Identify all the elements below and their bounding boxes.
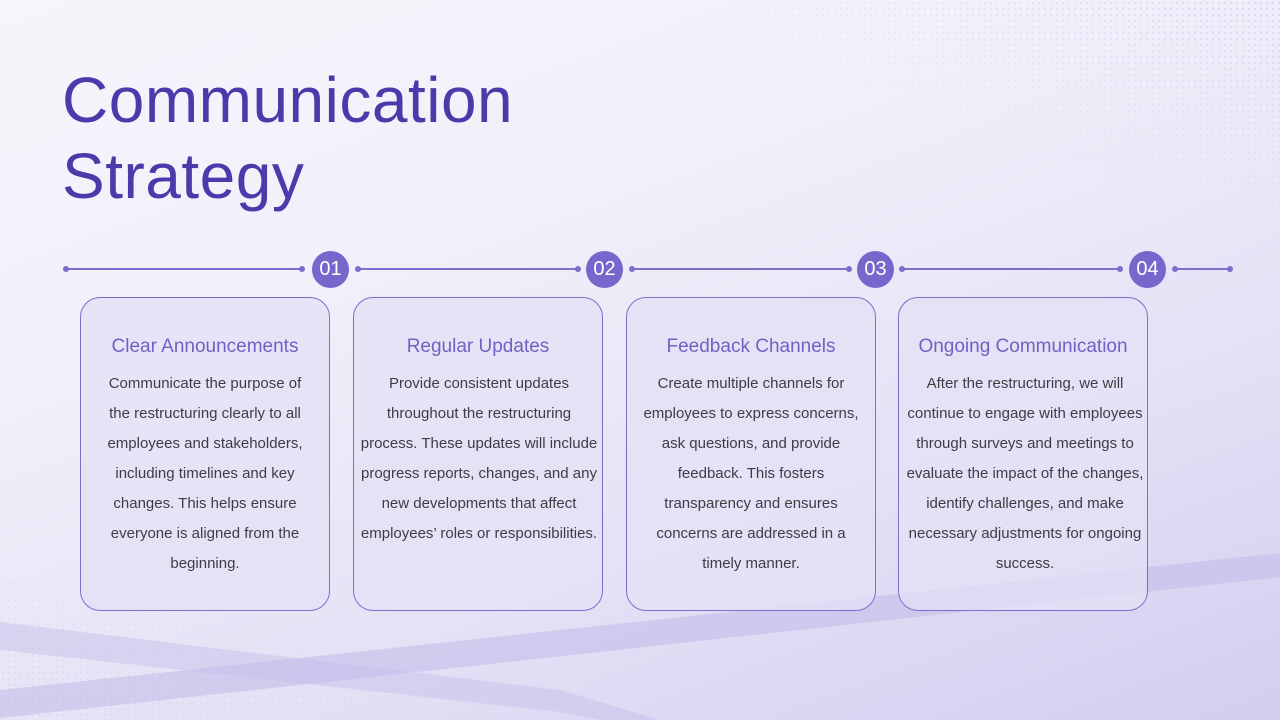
timeline-line bbox=[66, 268, 302, 270]
card-body: Provide consistent updates throughout th… bbox=[360, 375, 598, 542]
timeline-dot bbox=[846, 266, 852, 272]
card-title: Clear Announcements bbox=[111, 336, 299, 357]
card-body: Create multiple channels for employees t… bbox=[643, 375, 859, 572]
page-title: Communication Strategy bbox=[62, 62, 513, 214]
timeline-dot bbox=[575, 266, 581, 272]
step-badge-01: 01 bbox=[312, 251, 349, 288]
step-card-ongoing-communication: Ongoing Communication After the restruct… bbox=[898, 297, 1148, 611]
step-card-clear-announcements: Clear Announcements Communicate the purp… bbox=[80, 297, 330, 611]
step-card-feedback-channels: Feedback Channels Create multiple channe… bbox=[626, 297, 876, 611]
step-badge-02: 02 bbox=[586, 251, 623, 288]
card-body: Communicate the purpose of the restructu… bbox=[107, 375, 303, 572]
timeline-line bbox=[358, 268, 576, 270]
card-title: Regular Updates bbox=[406, 336, 550, 357]
timeline-line bbox=[1175, 268, 1230, 270]
timeline-line bbox=[632, 268, 848, 270]
card-title: Feedback Channels bbox=[666, 336, 836, 357]
timeline-dot bbox=[1117, 266, 1123, 272]
dot-texture-top-right bbox=[760, 0, 1280, 240]
card-title: Ongoing Communication bbox=[918, 336, 1128, 357]
timeline-line bbox=[902, 268, 1120, 270]
timeline-dot bbox=[299, 266, 305, 272]
timeline: 01 02 03 04 bbox=[0, 250, 1280, 290]
step-badge-04: 04 bbox=[1129, 251, 1166, 288]
card-body: After the restructuring, we will continu… bbox=[906, 375, 1144, 572]
title-line-2: Strategy bbox=[62, 140, 305, 212]
timeline-dot bbox=[1227, 266, 1233, 272]
step-card-regular-updates: Regular Updates Provide consistent updat… bbox=[353, 297, 603, 611]
title-line-1: Communication bbox=[62, 64, 514, 136]
step-badge-03: 03 bbox=[857, 251, 894, 288]
